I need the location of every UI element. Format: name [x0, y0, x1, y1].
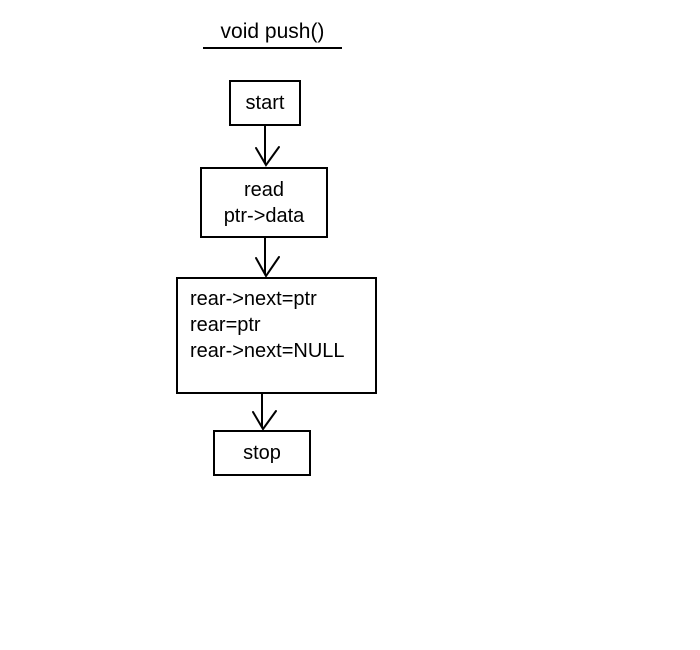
node-read-line-1: read — [243, 178, 285, 201]
node-assign: rear->next=ptr rear=ptr rear->next=NULL — [176, 277, 377, 394]
node-assign-line-2: rear=ptr — [190, 314, 261, 336]
node-stop-line-1: stop — [243, 442, 281, 464]
arrowhead-icon — [252, 410, 277, 431]
node-read-line-2: ptr->data — [223, 204, 305, 227]
node-assign-line-3: rear->next=NULL — [190, 340, 345, 362]
node-start-line-1: start — [245, 92, 285, 114]
page-title: void push() — [220, 20, 325, 43]
arrowhead-icon — [255, 256, 280, 278]
node-start: start — [229, 80, 301, 126]
node-stop: stop — [213, 430, 311, 476]
title-underline — [203, 47, 342, 49]
node-read: read ptr->data — [200, 167, 328, 238]
arrowhead-icon — [255, 146, 280, 167]
node-assign-line-1: rear->next=ptr — [190, 288, 317, 310]
